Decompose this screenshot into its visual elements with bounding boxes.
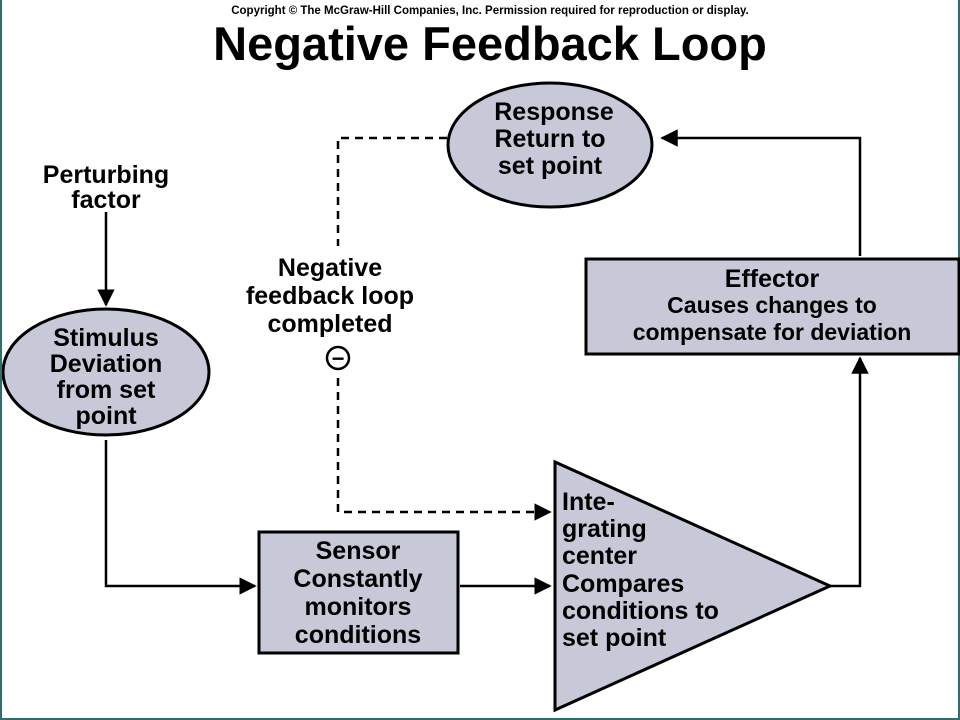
feedback-dashed-line-bottom xyxy=(336,378,552,521)
svg-text:grating: grating xyxy=(562,515,647,543)
svg-text:factor: factor xyxy=(71,186,141,214)
svg-text:Response: Response xyxy=(494,98,614,126)
svg-text:point: point xyxy=(75,402,137,430)
svg-text:set point: set point xyxy=(498,152,603,180)
svg-text:Stimulus: Stimulus xyxy=(53,324,159,352)
svg-text:conditions to: conditions to xyxy=(562,597,719,625)
integrating-to-effector-arrow xyxy=(830,356,869,588)
svg-text:from set: from set xyxy=(57,376,156,404)
negative-feedback-label: Negative feedback loop completed xyxy=(246,254,414,338)
response-node: Response Return to set point xyxy=(446,81,654,209)
svg-text:Return to: Return to xyxy=(494,125,605,153)
integrating-center-triangle xyxy=(553,459,834,713)
effector-node: Effector Causes changes to compensate fo… xyxy=(584,257,960,356)
stimulus-ellipse xyxy=(2,307,211,437)
perturbing-factor-label: Perturbing factor xyxy=(43,161,169,214)
svg-text:monitors: monitors xyxy=(305,593,412,621)
effector-box xyxy=(584,257,960,356)
svg-text:Effector: Effector xyxy=(725,265,820,293)
svg-text:center: center xyxy=(562,542,637,570)
svg-text:Constantly: Constantly xyxy=(293,565,422,593)
svg-text:Perturbing: Perturbing xyxy=(43,161,169,189)
svg-text:Negative: Negative xyxy=(278,254,382,282)
svg-text:Compares: Compares xyxy=(562,570,684,598)
svg-text:Deviation: Deviation xyxy=(50,350,163,378)
page-title: Negative Feedback Loop xyxy=(213,17,767,70)
feedback-dashed-line-top xyxy=(336,136,447,246)
integrating-center-node: Inte- grating center Compares conditions… xyxy=(553,459,834,713)
svg-text:conditions: conditions xyxy=(295,621,421,649)
svg-text:Causes changes to: Causes changes to xyxy=(667,292,877,318)
stimulus-to-sensor-arrow xyxy=(104,440,257,595)
svg-text:Sensor: Sensor xyxy=(316,537,401,565)
stimulus-node: Stimulus Deviation from set point xyxy=(2,307,211,437)
svg-text:−: − xyxy=(332,346,345,371)
svg-text:set point: set point xyxy=(562,624,667,652)
svg-text:feedback loop: feedback loop xyxy=(246,282,414,310)
svg-text:completed: completed xyxy=(267,310,392,338)
minus-sign-icon: − xyxy=(325,345,351,371)
copyright-notice: Copyright © The McGraw-Hill Companies, I… xyxy=(231,5,749,17)
sensor-node: Sensor Constantly monitors conditions xyxy=(257,530,460,655)
sensor-box xyxy=(257,530,460,655)
svg-text:Inte-: Inte- xyxy=(562,488,615,516)
svg-text:compensate for deviation: compensate for deviation xyxy=(633,319,912,345)
response-ellipse xyxy=(446,81,654,209)
effector-to-response-arrow xyxy=(660,129,862,256)
